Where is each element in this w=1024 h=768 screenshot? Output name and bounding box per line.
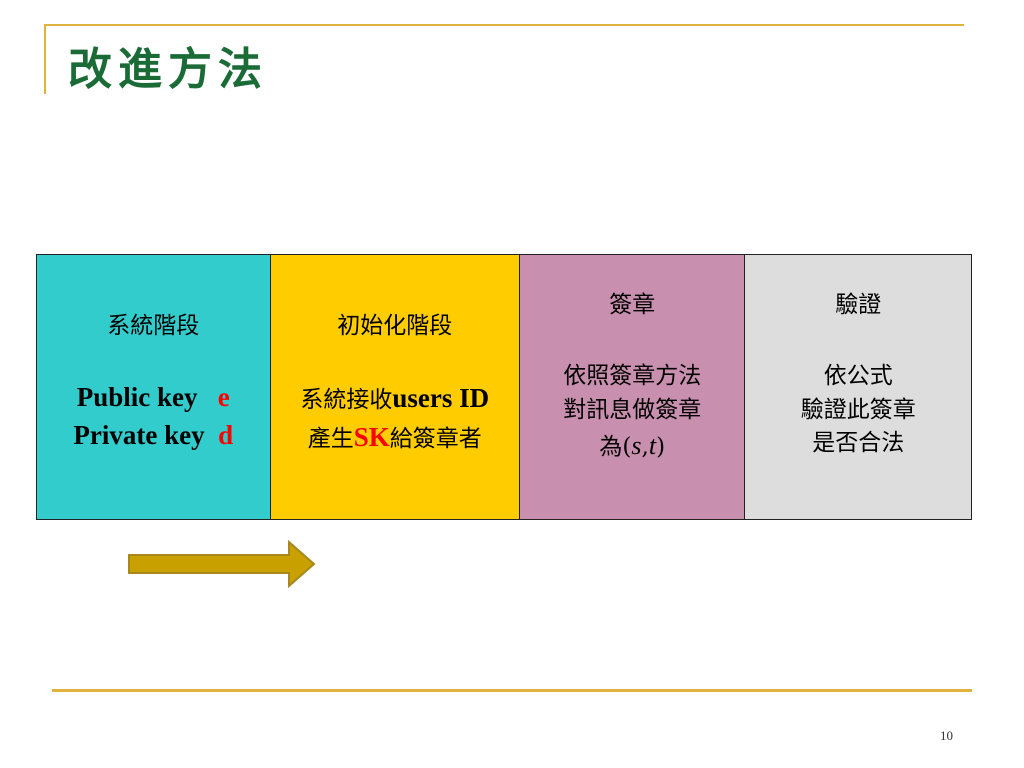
- verify-line-2: 驗證此簽章: [800, 396, 916, 423]
- bottom-rule: [52, 689, 972, 692]
- init-line-1: 系統接收users ID: [300, 379, 489, 418]
- sign-comma: ,: [641, 434, 649, 461]
- stage-verify: 驗證 依公式 驗證此簽章 是否合法: [745, 255, 971, 519]
- stage-system-title: 系統階段: [107, 313, 200, 339]
- slide-title: 改進方法: [68, 44, 268, 95]
- left-rule: [44, 24, 46, 94]
- sign-line-3-pre: 為(: [599, 434, 632, 461]
- right-arrow-icon: [128, 540, 316, 588]
- private-key-symbol: d: [218, 420, 234, 451]
- public-key-line: Public key e: [77, 379, 230, 417]
- sign-line-3: 為(s,t): [599, 427, 665, 465]
- private-key-label: Private key: [73, 420, 205, 451]
- private-key-line: Private key d: [73, 417, 233, 455]
- stage-init: 初始化階段 系統接收users ID 產生SK給簽章者: [270, 255, 520, 519]
- init-line-2-post: 給簽章者: [389, 426, 482, 453]
- stage-system: 系統階段 Public key e Private key d: [37, 255, 271, 519]
- stage-table: 系統階段 Public key e Private key d 初始化階段 系統…: [36, 254, 972, 520]
- users-id-text: users ID: [392, 383, 490, 414]
- sign-s: s: [631, 431, 642, 461]
- stage-sign-title: 簽章: [609, 292, 656, 318]
- sign-line-2: 對訊息做簽章: [563, 396, 702, 423]
- public-key-symbol: e: [217, 382, 230, 413]
- sign-line-1: 依照簽章方法: [563, 363, 702, 390]
- public-key-label: Public key: [76, 382, 198, 413]
- page-number: 10: [940, 728, 953, 743]
- init-line-2: 產生SK給簽章者: [308, 418, 482, 457]
- stage-verify-title: 驗證: [835, 292, 882, 318]
- sign-line-3-post: ): [656, 434, 666, 461]
- verify-line-1: 依公式: [823, 363, 893, 390]
- stage-sign: 簽章 依照簽章方法 對訊息做簽章 為(s,t): [519, 255, 746, 519]
- init-line-2-pre: 產生: [307, 426, 354, 453]
- sk-text: SK: [353, 422, 390, 453]
- top-rule: [44, 24, 964, 26]
- stage-init-title: 初始化階段: [337, 313, 453, 339]
- sign-t: t: [648, 431, 657, 461]
- init-line-1-text: 系統接收: [300, 387, 393, 414]
- verify-line-3: 是否合法: [812, 430, 905, 457]
